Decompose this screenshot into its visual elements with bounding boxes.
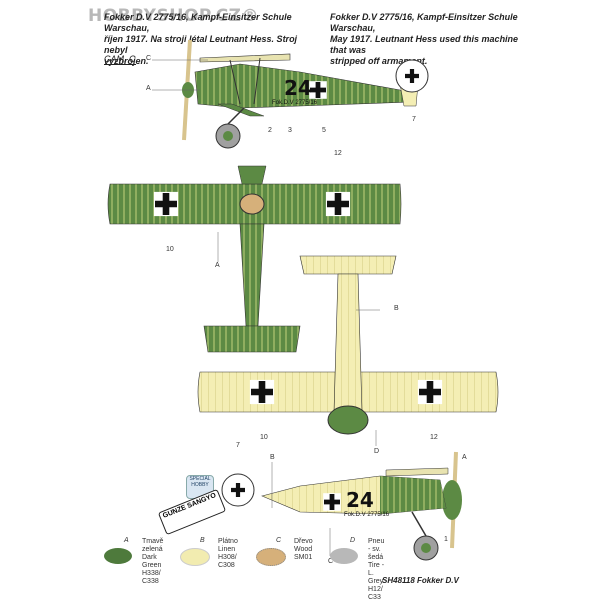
callout-2: 2	[268, 127, 272, 134]
product-code: SH48118 Fokker D.V	[382, 576, 459, 585]
callout-10-top: 10	[166, 246, 174, 253]
callout-b-bottom: B	[270, 454, 275, 461]
caption-cz-line3: vyzbrojen.	[104, 56, 149, 66]
callout-7-top: 7	[412, 116, 416, 123]
caption-en-line2: May 1917. Leutnant Hess used this machin…	[330, 34, 519, 55]
swatch-linen	[180, 548, 210, 566]
bottom-view	[197, 255, 499, 435]
callout-b-mid: B	[394, 305, 399, 312]
caption-czech: Fokker D.V 2775/16, Kampf-Einsitzer Schu…	[104, 12, 304, 67]
side-serial-bottom: Fok.D.V 2775/16	[344, 512, 390, 518]
callout-a-top: A	[146, 85, 151, 92]
side-view-left: 24 Fok.D.V 2775/16	[182, 39, 429, 149]
side-number-bottom: 24	[346, 488, 374, 512]
swatch-light-grey	[330, 548, 358, 564]
caption-english: Fokker D.V 2775/16, Kampf-Einsitzer Schu…	[330, 12, 530, 67]
swatch-dark-green	[104, 548, 132, 564]
caption-cz-line2: říjen 1917. Na stroji létal Leutnant Hes…	[104, 34, 298, 55]
top-view	[107, 165, 402, 353]
callout-5: 5	[322, 127, 326, 134]
callout-3: 3	[288, 127, 292, 134]
callout-7-bottom: 7	[236, 442, 240, 449]
callout-12-top: 12	[334, 150, 342, 157]
camouflage-label: CAM. C	[104, 54, 136, 65]
callout-12-bottom: 12	[430, 434, 438, 441]
caption-en-line1: Fokker D.V 2775/16, Kampf-Einsitzer Schu…	[330, 12, 518, 33]
callout-1: 1	[444, 536, 448, 543]
callout-c-top: C	[146, 55, 152, 62]
callout-c-bottom: C	[328, 558, 334, 565]
callout-a-mid: A	[215, 262, 220, 269]
side-view-right: 24 Fok.D.V 2775/16	[221, 451, 462, 561]
swatch-wood	[256, 548, 286, 566]
callout-10-bottom: 10	[260, 434, 268, 441]
leader-lines	[152, 59, 380, 556]
caption-cz-line1: Fokker D.V 2775/16, Kampf-Einsitzer Schu…	[104, 12, 292, 33]
side-number-top: 24	[284, 76, 312, 100]
callout-a-bottom: A	[462, 454, 467, 461]
caption-en-line3: stripped off armament.	[330, 56, 428, 66]
watermark: HOBBYSHOP.CZ®	[88, 6, 259, 26]
side-serial-top: Fok.D.V 2775/16	[272, 100, 318, 106]
callout-d: D	[374, 448, 380, 455]
